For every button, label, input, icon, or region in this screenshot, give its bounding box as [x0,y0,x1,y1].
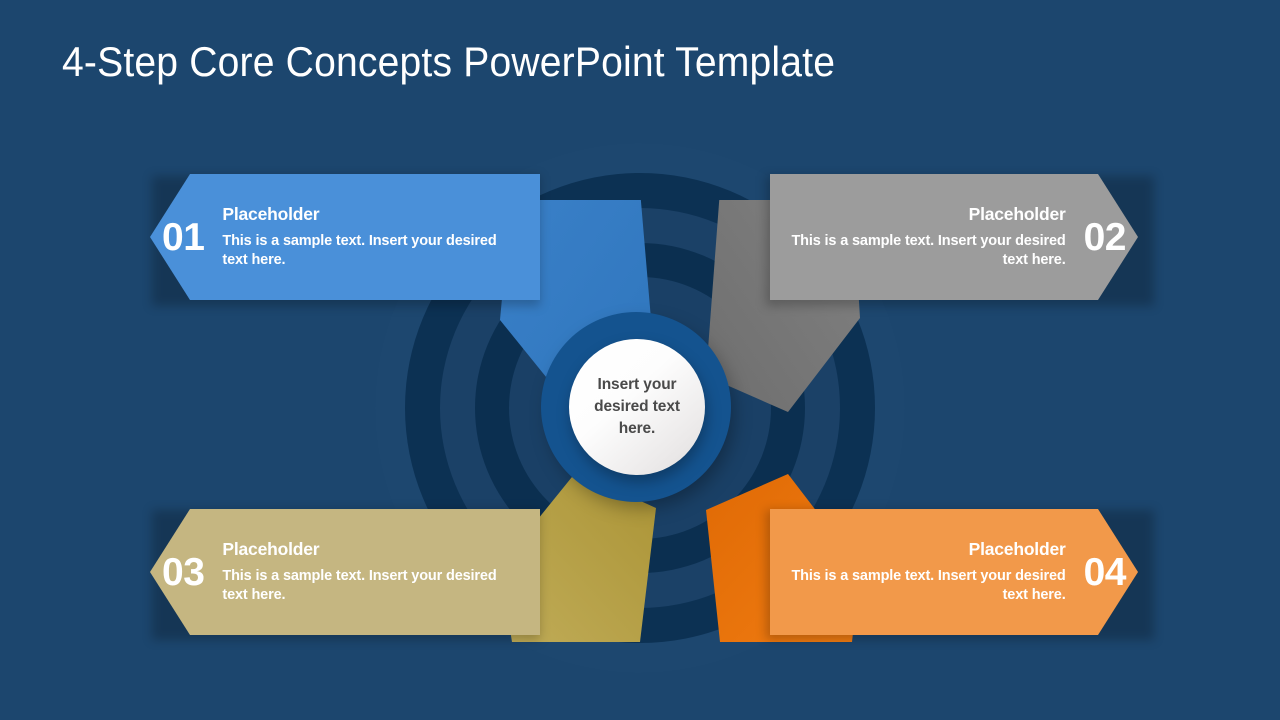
step-banner-02[interactable]: Placeholder This is a sample text. Inser… [740,170,1160,304]
step-02-title: Placeholder [968,203,1066,224]
step-banner-04[interactable]: Placeholder This is a sample text. Inser… [740,505,1160,639]
hub-center-circle[interactable]: Insert your desired text here. [569,339,705,475]
page-title: 4-Step Core Concepts PowerPoint Template [62,38,836,85]
step-03-text-column: Placeholder This is a sample text. Inser… [222,539,522,605]
step-banner-01[interactable]: 01 Placeholder This is a sample text. In… [126,170,540,304]
step-04-body: This is a sample text. Insert your desir… [791,567,1066,603]
step-03-title: Placeholder [222,538,320,559]
step-03-number: 03 [162,550,205,594]
step-04-title: Placeholder [968,538,1066,559]
step-01-number: 01 [162,215,205,259]
banner-03-shape [150,509,540,635]
step-02-number: 02 [1083,215,1127,259]
step-04-number: 04 [1083,550,1127,594]
step-02-text-column: Placeholder This is a sample text. Inser… [766,203,1066,270]
banner-01-shape [150,174,540,300]
step-banner-03[interactable]: 03 Placeholder This is a sample text. In… [126,505,540,639]
step-01-title: Placeholder [222,203,320,224]
banner-02-shape [770,174,1138,300]
banner-04-shape [770,509,1138,635]
step-03-body: This is a sample text. Insert your desir… [222,567,497,603]
step-01-body: This is a sample text. Insert your desir… [222,232,497,268]
step-01-text-column: Placeholder This is a sample text. Inser… [222,204,522,270]
step-02-body: This is a sample text. Insert your desir… [791,232,1066,268]
hub-center-text: Insert your desired text here. [594,376,680,437]
step-04-text-column: Placeholder This is a sample text. Inser… [766,538,1066,605]
